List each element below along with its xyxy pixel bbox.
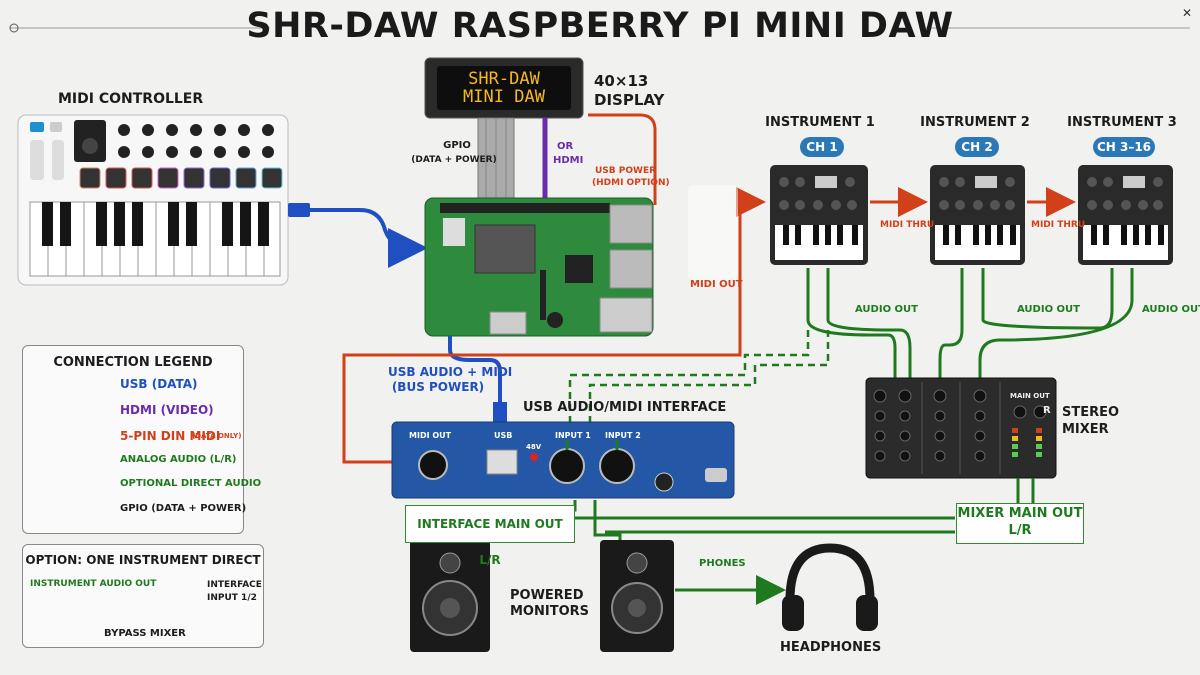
- legend-item-usb: USB (DATA): [120, 377, 198, 391]
- monitors-label-1: POWERED: [510, 588, 584, 603]
- display-device: [424, 57, 584, 119]
- instrument-1-channel-badge: CH 1: [800, 137, 844, 157]
- monitor-left: [410, 540, 490, 652]
- usb-plug-controller: [288, 203, 310, 217]
- legend-item-optional: OPTIONAL DIRECT AUDIO: [120, 478, 262, 489]
- keyboard-keys: [29, 201, 281, 277]
- legend-title: CONNECTION LEGEND: [53, 355, 213, 370]
- legend-panel: [22, 345, 244, 534]
- instrument-2-label: INSTRUMENT 2: [920, 115, 1030, 130]
- option-instrument-audio-out: INSTRUMENT AUDIO OUT: [30, 579, 157, 589]
- mixer-label-1: STEREO: [1062, 405, 1120, 420]
- midi-thru-label-2: MIDI THRU: [1031, 220, 1086, 230]
- usb-plug-interface: [493, 402, 507, 424]
- option-interface-input-1: INTERFACE: [207, 580, 262, 590]
- interface-input2-label: INPUT 2: [605, 431, 641, 440]
- mixer-main-out-line1: MIXER MAIN OUT: [957, 506, 1083, 521]
- corner-circle: [9, 23, 19, 33]
- midi-controller-label: MIDI CONTROLLER: [58, 91, 204, 107]
- interface-input1-label: INPUT 1: [555, 431, 591, 440]
- instrument-2-channel-badge: CH 2: [955, 137, 999, 157]
- instrument-3-label: INSTRUMENT 3: [1067, 115, 1177, 130]
- audio-out-label-1: AUDIO OUT: [855, 304, 918, 315]
- audio-out-label-2: AUDIO OUT: [1017, 304, 1080, 315]
- usb-power-label-1: USB POWER: [595, 166, 657, 176]
- level-meter: [1012, 428, 1042, 457]
- instrument-3-channel-badge: CH 3–16: [1093, 137, 1155, 157]
- phones-label: PHONES: [699, 558, 746, 569]
- or-label: OR: [557, 141, 574, 152]
- legend-item-midi-note: (DATA ONLY): [192, 432, 242, 440]
- headphones-icon: [782, 543, 878, 631]
- monitor-right: [600, 540, 674, 652]
- instrument-1: [770, 165, 868, 265]
- mixer-main-out-box: MIXER MAIN OUT L/R: [956, 503, 1084, 544]
- monitors-label-2: MONITORS: [510, 604, 589, 619]
- raspberry-pi-board: [424, 197, 654, 337]
- midi-thru-label-1: MIDI THRU: [880, 220, 935, 230]
- interface-label: USB AUDIO/MIDI INTERFACE: [523, 400, 727, 415]
- midi-out-highlight: [688, 185, 738, 280]
- hdmi-label: HDMI: [553, 155, 584, 166]
- mixer-label-2: MIXER: [1062, 422, 1109, 437]
- usb-power-label-2: (HDMI OPTION): [592, 178, 670, 188]
- usb-audio-midi-label-1: USB AUDIO + MIDI: [388, 365, 513, 379]
- instrument-2: [930, 165, 1025, 265]
- option-title: OPTION: ONE INSTRUMENT DIRECT: [25, 553, 261, 567]
- optional-direct-audio-2: [588, 330, 830, 440]
- display-label-line2: DISPLAY: [594, 91, 665, 109]
- audio-interface: [391, 421, 735, 499]
- instrument-3: [1078, 165, 1173, 265]
- headphones-label: HEADPHONES: [780, 640, 882, 655]
- display-label-line1: 40×13: [594, 72, 649, 90]
- usb-audio-midi-label-2: (BUS POWER): [391, 380, 485, 394]
- option-interface-input-2: INPUT 1/2: [207, 593, 257, 603]
- legend-item-hdmi: HDMI (VIDEO): [120, 403, 214, 417]
- legend-item-midi: 5-PIN DIN MIDI: [120, 429, 221, 443]
- interface-main-out-box: INTERFACE MAIN OUT L/R: [405, 505, 575, 567]
- stereo-mixer: [865, 377, 1057, 479]
- display-screen-line2: MINI DAW: [463, 87, 545, 107]
- legend-item-audio: ANALOG AUDIO (L/R): [120, 454, 237, 465]
- optional-direct-audio-1: [568, 330, 810, 440]
- midi-controller: [17, 114, 289, 286]
- interface-midi-out-label: MIDI OUT: [409, 431, 452, 440]
- usb-cable-controller: [300, 208, 428, 268]
- close-icon[interactable]: ✕: [1181, 6, 1192, 20]
- option-panel: [22, 544, 264, 648]
- usb-power-cable: [588, 113, 657, 205]
- mixer-main-out-line2: L/R: [1008, 523, 1032, 538]
- page-title: SHR-DAW RASPBERRY PI MINI DAW: [246, 6, 954, 46]
- midi-cable-out: [342, 187, 766, 464]
- mixer-channel-r-label: R: [1043, 405, 1051, 416]
- interface-48v-label: 48V: [526, 443, 542, 451]
- instrument-1-label: INSTRUMENT 1: [765, 115, 875, 130]
- legend-item-gpio: GPIO (DATA + POWER): [120, 503, 247, 514]
- gpio-label-2: (DATA + POWER): [411, 155, 497, 165]
- audio-cables-instruments: [806, 268, 1134, 380]
- interface-usb-label: USB: [494, 431, 513, 440]
- gpio-label-1: GPIO: [443, 140, 471, 151]
- midi-out-label: MIDI OUT: [690, 279, 743, 290]
- display-screen-line1: SHR-DAW: [468, 69, 540, 89]
- mixer-main-out-jack-label: MAIN OUT: [1010, 392, 1050, 400]
- option-bypass-mixer: BYPASS MIXER: [104, 628, 186, 639]
- audio-out-label-3: AUDIO OUT: [1142, 304, 1200, 315]
